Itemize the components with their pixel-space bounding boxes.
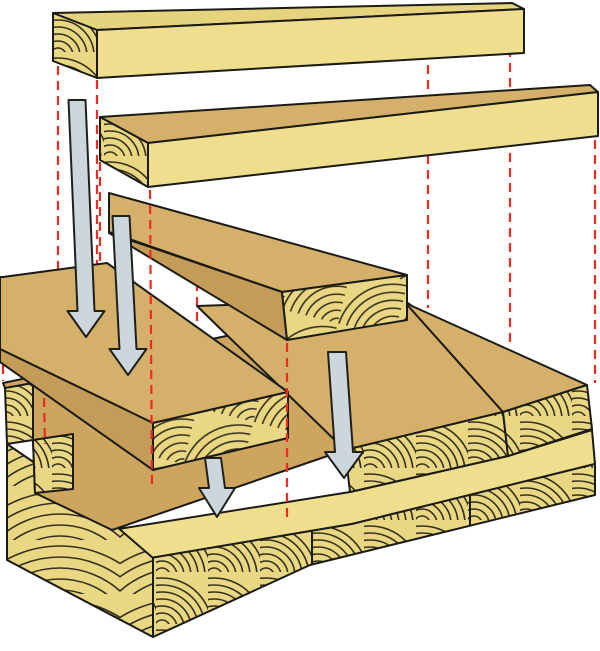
- placed-plank-right: [401, 298, 593, 457]
- assembly-arrow-4-down-arrow-icon: [198, 457, 236, 518]
- assembly-arrow-1-down-arrow-icon: [66, 99, 106, 338]
- alignment-guide-front-3: [42, 397, 47, 445]
- alignment-guides-front: [42, 189, 289, 519]
- floating-beam-middle: [108, 192, 408, 341]
- floating-beam-middle-top: [108, 192, 408, 293]
- floating-plank-left: [0, 262, 289, 471]
- floating-beam-top: [52, 2, 525, 79]
- assembly-arrow-2-down-arrow-icon: [108, 215, 148, 376]
- floating-beam-middle-endgrain: [281, 274, 408, 341]
- assembly-arrow-3-down-arrow-icon: [324, 351, 364, 479]
- floating-beam-top-endgrain: [52, 12, 98, 79]
- assembly-direction-arrows: [66, 99, 364, 518]
- alignment-guide-front-1: [148, 189, 154, 488]
- west-endgrain-front: [32, 433, 74, 494]
- plank-joint-lines: [311, 495, 471, 565]
- base-west-plank-end-back: [4, 382, 34, 445]
- floating-beam-second-endgrain: [99, 116, 149, 188]
- placed-plank-right-endgrain: [502, 384, 593, 457]
- west-endgrain-back: [4, 382, 34, 445]
- floating-beam-second: [99, 84, 599, 188]
- base-west-plank-end-front: [32, 433, 74, 494]
